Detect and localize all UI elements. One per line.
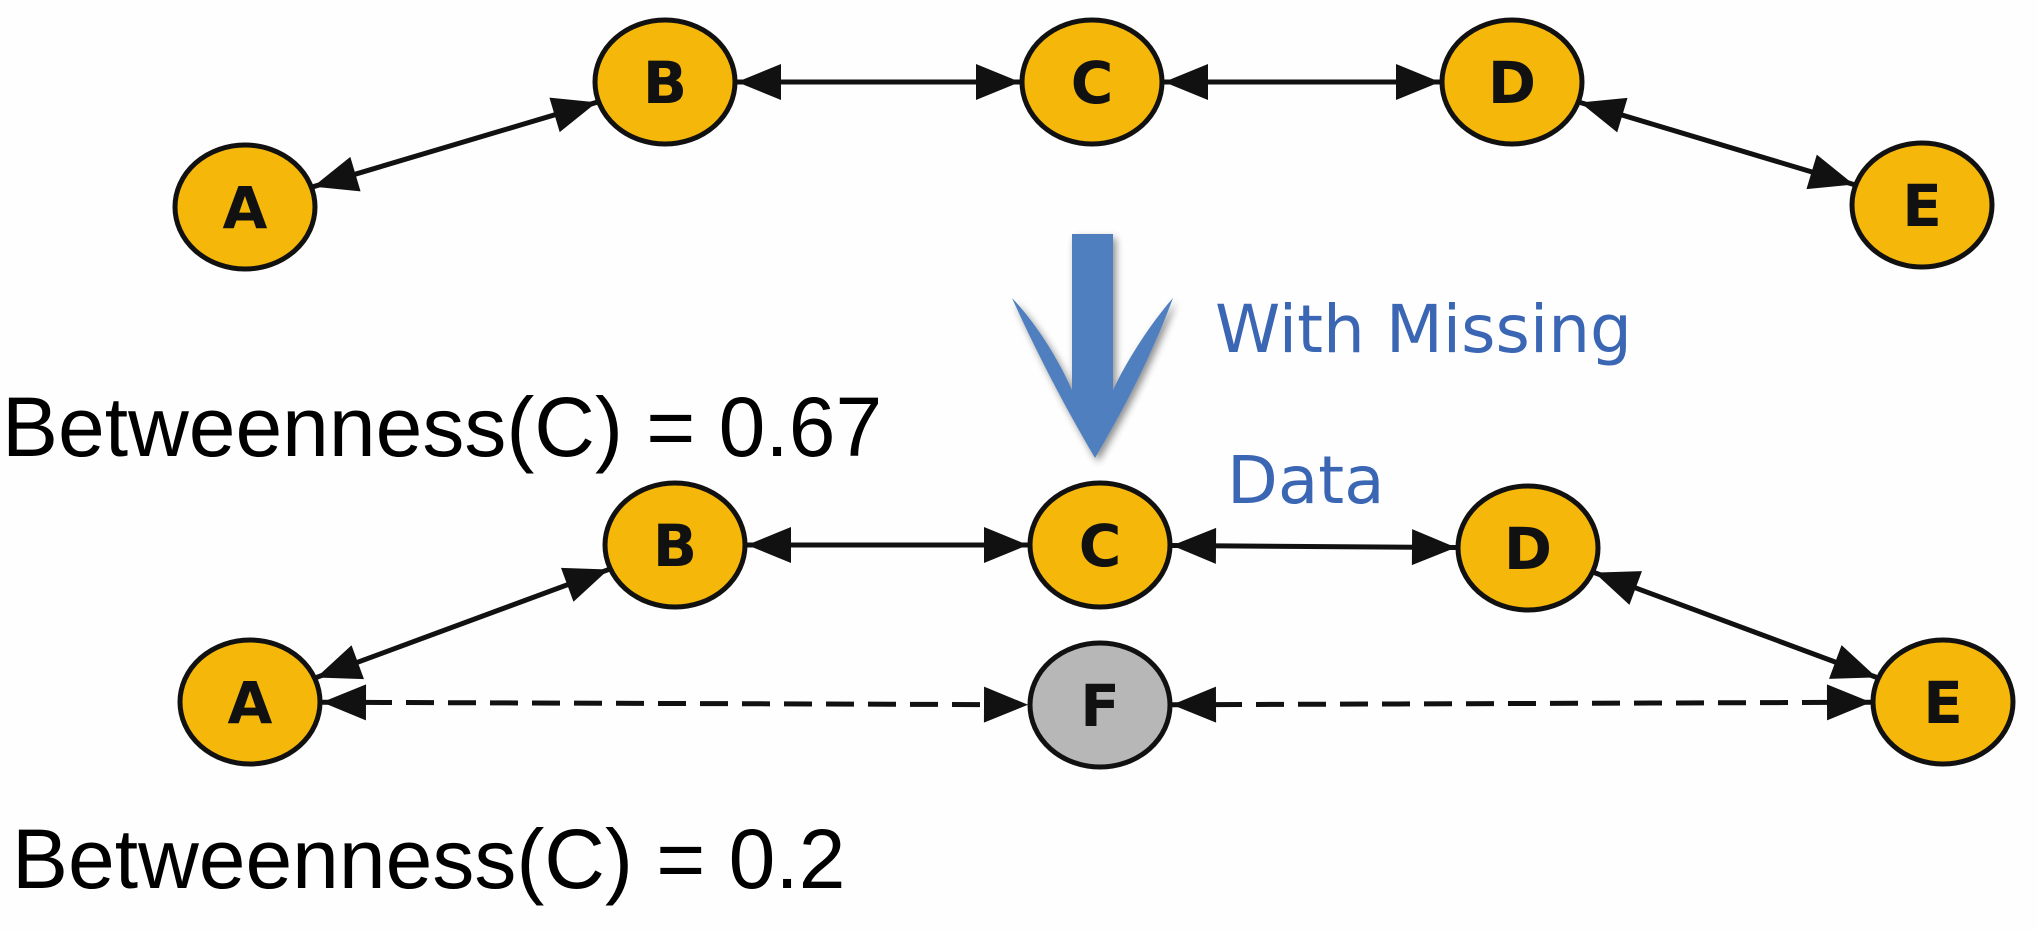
bottom-node-circle-f	[1027, 640, 1173, 770]
top-node-label-a: A	[223, 174, 268, 242]
bottom-node-e: E	[1870, 637, 2016, 767]
bottom-node-label-b: B	[653, 512, 697, 580]
bottom-node-label-e: E	[1923, 669, 1963, 737]
bottom-edge-a-b	[315, 567, 610, 680]
top-node-c: C	[1019, 17, 1165, 147]
bottom-edge-c-d	[1171, 527, 1457, 566]
bottom-node-label-c: C	[1079, 512, 1122, 580]
missing-data-annotation-line1: With Missing	[1215, 291, 1632, 368]
top-edge-a-b	[312, 97, 598, 192]
bottom-node-circle-d	[1455, 483, 1601, 613]
bottom-node-circle-e	[1870, 637, 2016, 767]
top-node-circle-a	[172, 142, 318, 272]
bottom-node-b: B	[602, 480, 748, 610]
bottom-node-circle-b	[602, 480, 748, 610]
top-node-label-d: D	[1488, 49, 1536, 117]
bottom-network: A B C D E F	[177, 480, 2016, 770]
top-node-circle-b	[592, 17, 738, 147]
bottom-node-label-d: D	[1504, 515, 1552, 583]
top-node-circle-c	[1019, 17, 1165, 147]
top-edge-d-e	[1579, 97, 1855, 190]
top-node-e: E	[1849, 140, 1995, 270]
bottom-node-label-a: A	[228, 669, 273, 737]
top-node-b: B	[592, 17, 738, 147]
top-node-label-e: E	[1902, 172, 1942, 240]
bottom-betweenness-label: Betweenness(C) = 0.2	[12, 812, 845, 906]
bottom-node-a: A	[177, 637, 323, 767]
top-node-label-c: C	[1071, 49, 1114, 117]
bottom-node-c: C	[1027, 480, 1173, 610]
top-node-circle-d	[1439, 17, 1585, 147]
top-node-circle-e	[1849, 140, 1995, 270]
top-node-label-b: B	[643, 49, 687, 117]
bottom-edge-f-e	[1171, 684, 1872, 723]
bottom-edge-d-e	[1593, 570, 1878, 680]
top-node-d: D	[1439, 17, 1585, 147]
bottom-node-label-f: F	[1080, 672, 1120, 740]
bottom-node-circle-a	[177, 637, 323, 767]
bottom-edge-a-f	[321, 684, 1029, 723]
bottom-node-f: F	[1027, 640, 1173, 770]
bottom-node-circle-c	[1027, 480, 1173, 610]
down-arrow-icon	[1012, 234, 1173, 458]
top-node-a: A	[172, 142, 318, 272]
top-network: A B C D E	[172, 17, 1995, 272]
bottom-node-d: D	[1455, 483, 1601, 613]
top-betweenness-label: Betweenness(C) = 0.67	[2, 380, 882, 474]
missing-data-annotation-line2: Data	[1227, 442, 1385, 519]
